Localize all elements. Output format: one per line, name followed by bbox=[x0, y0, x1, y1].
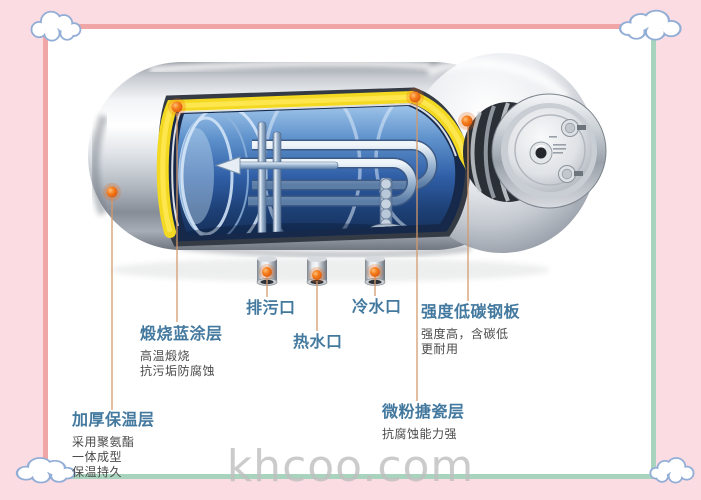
marker-dot-enamel bbox=[406, 88, 424, 106]
cold-water-port-stub bbox=[364, 256, 386, 286]
marker-dot-drain bbox=[259, 264, 275, 280]
marker-dot-cold-water bbox=[367, 264, 383, 280]
cloud-icon-bottom-right bbox=[649, 457, 695, 484]
probe-tube bbox=[214, 156, 339, 175]
tank-shadow bbox=[110, 258, 550, 282]
corner-clouds bbox=[15, 9, 695, 484]
cloud-icon-top-left bbox=[30, 10, 82, 42]
marker-dot-hot-water bbox=[309, 267, 325, 283]
terminal-top bbox=[561, 119, 586, 137]
terminal-bottom bbox=[558, 165, 583, 183]
flange-text-marks bbox=[549, 136, 566, 154]
tank-interior bbox=[176, 106, 456, 236]
flange-cap bbox=[463, 93, 607, 209]
cloud-icon-bottom-left bbox=[15, 457, 76, 484]
marker-dot-steel bbox=[458, 112, 476, 130]
marker-dot-insulation bbox=[103, 183, 121, 201]
watermark: khcoo.com bbox=[226, 441, 475, 492]
marker-dots bbox=[103, 88, 476, 283]
cutaway-opening bbox=[156, 87, 483, 247]
cloud-icon-top-right bbox=[618, 9, 682, 41]
callout-lines bbox=[111, 102, 469, 410]
center-hub bbox=[529, 141, 553, 165]
marker-dot-blue-coating bbox=[168, 98, 186, 116]
